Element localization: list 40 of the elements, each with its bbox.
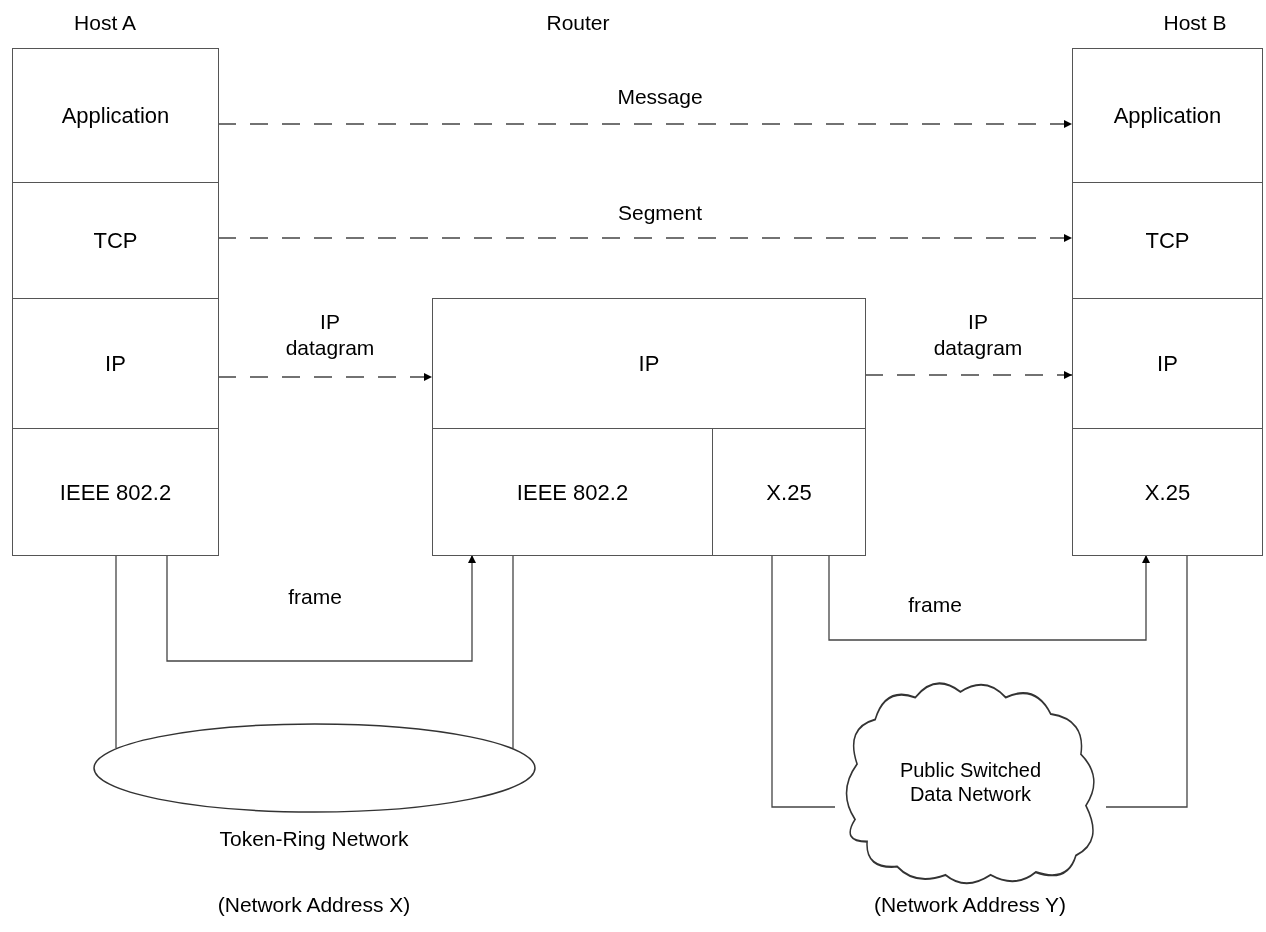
layer-box bbox=[712, 428, 866, 556]
column-heading: Router bbox=[545, 10, 611, 36]
layer-name: IP bbox=[638, 350, 660, 378]
layer-name: X.25 bbox=[1144, 478, 1191, 507]
dashed-arrow bbox=[217, 120, 1073, 128]
connector-line bbox=[771, 554, 836, 808]
dashed-arrow bbox=[217, 373, 433, 381]
connector-line bbox=[512, 554, 514, 749]
dashed-arrow bbox=[217, 234, 1073, 242]
layer-name: X.25 bbox=[766, 478, 812, 507]
arrow bbox=[828, 554, 1150, 641]
layer-box bbox=[432, 428, 713, 556]
dashed-arrow bbox=[864, 371, 1073, 379]
layer-box bbox=[12, 428, 219, 556]
layer-box bbox=[432, 298, 866, 429]
layer-box bbox=[1072, 48, 1263, 183]
layer-box bbox=[12, 48, 219, 183]
layer-box bbox=[12, 182, 219, 299]
network-address: (Network Address X) bbox=[216, 892, 412, 918]
layer-name: TCP bbox=[1145, 227, 1190, 255]
network-name: Public Switched Data Network bbox=[898, 758, 1043, 806]
layer-box bbox=[1072, 182, 1263, 299]
layer-name: IP bbox=[105, 350, 126, 378]
layer-name: IP bbox=[1157, 350, 1178, 378]
layer-name: IEEE 802.2 bbox=[516, 478, 629, 507]
layer-name: IEEE 802.2 bbox=[59, 478, 172, 507]
layer-box bbox=[12, 298, 219, 429]
network-address: (Network Address Y) bbox=[872, 892, 1068, 918]
connector-line bbox=[1105, 554, 1188, 808]
network-name: Token-Ring Network bbox=[218, 826, 410, 852]
column-heading: Host B bbox=[1162, 10, 1228, 36]
connector-line bbox=[115, 554, 117, 749]
network-ellipse bbox=[93, 723, 536, 813]
layer-name: Application bbox=[1113, 102, 1222, 130]
arrow bbox=[166, 554, 476, 662]
layer-box bbox=[1072, 428, 1263, 556]
layer-box bbox=[1072, 298, 1263, 429]
column-heading: Host A bbox=[73, 10, 137, 36]
layer-name: TCP bbox=[93, 227, 138, 255]
layer-name: Application bbox=[61, 102, 170, 130]
